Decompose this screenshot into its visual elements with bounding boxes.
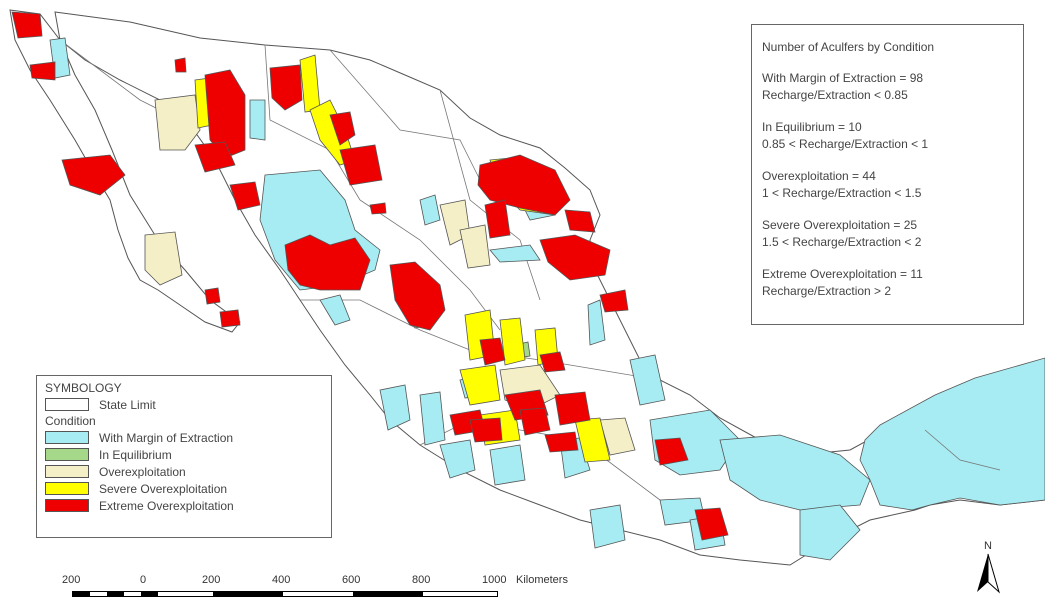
extreme-swatch	[45, 499, 89, 512]
legend-row: In Equilibrium	[45, 446, 331, 463]
scale-label: 400	[272, 574, 291, 586]
legend-label: Overexploitation	[99, 464, 186, 479]
info-group-margin: With Margin of Extraction = 98 Recharge/…	[762, 70, 1023, 104]
scale-label: 1000	[482, 574, 507, 586]
scale-label: 200	[202, 574, 221, 586]
yucatan-aquifers	[859, 357, 1045, 511]
info-line: 1.5 < Recharge/Extraction < 2	[762, 235, 922, 249]
info-group-severe: Severe Overexploitation = 25 1.5 < Recha…	[762, 217, 1023, 251]
scale-segment	[107, 592, 124, 596]
equilibrium-swatch	[45, 448, 89, 461]
legend-title: SYMBOLOGY	[45, 381, 122, 395]
legend-row: With Margin of Extraction	[45, 429, 331, 446]
info-line: 0.85 < Recharge/Extraction < 1	[762, 137, 929, 151]
north-label: N	[984, 540, 992, 552]
info-title: Number of Aculfers by Condition	[762, 40, 935, 54]
legend-label: State Limit	[99, 397, 156, 412]
over-swatch	[45, 465, 89, 478]
legend-label: Severe Overexploitation	[99, 481, 228, 496]
info-line: Recharge/Extraction > 2	[762, 284, 892, 298]
legend-label: In Equilibrium	[99, 447, 172, 462]
legend-row-state-limit: State Limit	[45, 396, 331, 413]
north-arrow-icon	[977, 553, 1000, 594]
baja-california-outline	[9, 9, 241, 333]
info-group-extreme: Extreme Overexploitation = 11 Recharge/E…	[762, 266, 1023, 300]
info-line: Extreme Overexploitation = 11	[762, 267, 923, 281]
scale-bar-graphic	[72, 591, 498, 597]
scale-segment	[141, 592, 158, 596]
info-line: Severe Overexploitation = 25	[762, 218, 918, 232]
margin-swatch	[45, 431, 89, 444]
legend-label: Extreme Overexploitation	[99, 498, 234, 513]
scale-label: 600	[342, 574, 361, 586]
legend-condition-label: Condition	[45, 414, 96, 428]
scale-segment	[213, 592, 283, 596]
scale-units: Kilometers	[516, 574, 568, 586]
scale-label: 0	[140, 574, 147, 586]
severe-swatch	[45, 482, 89, 495]
scale-segment	[353, 592, 423, 596]
aquifers-extreme	[11, 11, 729, 541]
legend-row: Severe Overexploitation	[45, 480, 331, 497]
info-line: Recharge/Extraction < 0.85	[762, 88, 908, 102]
info-line: With Margin of Extraction = 98	[762, 71, 924, 85]
info-line: In Equilibrium = 10	[762, 120, 862, 134]
info-group-equilibrium: In Equilibrium = 10 0.85 < Recharge/Extr…	[762, 119, 1023, 153]
aquifer-count-box: Number of Aculfers by Condition With Mar…	[751, 24, 1024, 325]
scale-label: 200	[62, 574, 81, 586]
info-group-over: Overexploitation = 44 1 < Recharge/Extra…	[762, 168, 1023, 202]
scale-segment	[73, 592, 90, 596]
symbology-legend: SYMBOLOGY State Limit Condition With Mar…	[36, 375, 332, 538]
scale-label: 800	[412, 574, 431, 586]
legend-label: With Margin of Extraction	[99, 430, 234, 445]
scale-bar: 200 0 200 400 600 800 1000 Kilometers	[58, 574, 618, 600]
north-arrow: N	[973, 540, 1003, 598]
legend-row: Extreme Overexploitation	[45, 497, 331, 514]
info-line: Overexploitation = 44	[762, 169, 876, 183]
info-line: 1 < Recharge/Extraction < 1.5	[762, 186, 922, 200]
legend-row: Overexploitation	[45, 463, 331, 480]
state-limit-swatch	[45, 398, 89, 411]
